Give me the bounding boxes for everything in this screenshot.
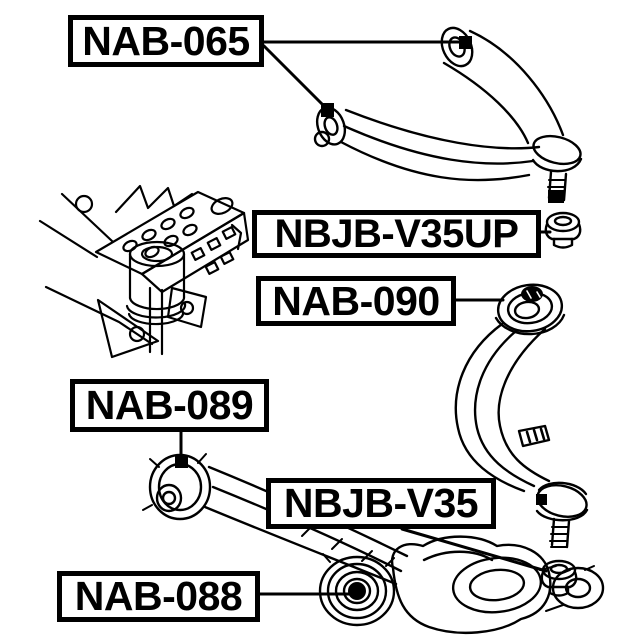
- upper-arm-front-bushing-inner: [323, 116, 339, 136]
- part-label-nbjb-v35: NBJB-V35: [266, 478, 496, 529]
- upper-arm-top-bushing: [440, 26, 474, 68]
- subframe-top-plate: [94, 190, 246, 276]
- rear-arm-bushing: [496, 283, 564, 333]
- subframe-crossmember-figure: [38, 184, 250, 359]
- upper-arm-front-bushing: [315, 106, 347, 146]
- front-arm-bushing: [148, 453, 212, 521]
- part-label-nab-089: NAB-089: [70, 379, 269, 432]
- part-label-nab-090: NAB-090: [256, 276, 456, 326]
- upper-arm-stud-end: [548, 190, 564, 203]
- upper-arm-balljoint: [532, 134, 582, 166]
- part-label-nbjb-v35up: NBJB-V35UP: [252, 210, 541, 258]
- pointer-lines: [179, 40, 552, 596]
- upper-arm-top-bushing-inner: [448, 36, 466, 58]
- front-arm-rear-housing: [390, 535, 552, 635]
- rear-arm-fitting: [517, 424, 551, 448]
- part-label-nab-088: NAB-088: [57, 571, 260, 622]
- nab088-bushing-center: [348, 582, 366, 600]
- rear-arm-bushing-center: [521, 286, 543, 302]
- nab088-bushing: [318, 555, 396, 627]
- pointer-nbjbv35: [400, 527, 548, 573]
- ball-joint-boot-icon-top: [544, 211, 582, 249]
- upper-control-arm-figure: [313, 26, 583, 203]
- part-label-nab-065: NAB-065: [68, 15, 264, 67]
- pointer-nab065-left: [262, 44, 328, 110]
- marker-left-bushing: [321, 103, 334, 117]
- curved-lower-arm-figure: [454, 283, 589, 549]
- ball-joint-boot-icon-bottom: [540, 559, 578, 597]
